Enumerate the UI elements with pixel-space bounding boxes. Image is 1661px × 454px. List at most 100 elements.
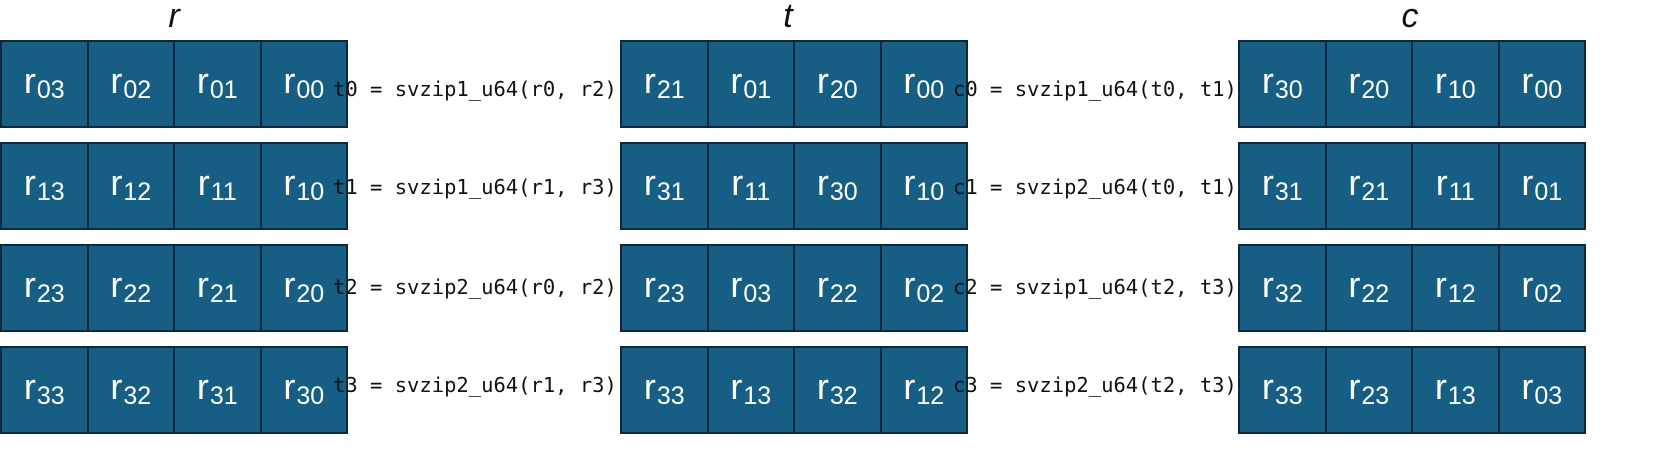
column-title-c: c	[1401, 0, 1419, 35]
cell-subscript: 22	[1361, 279, 1390, 308]
cell-base: r	[816, 366, 829, 407]
op-label-c1: c1 = svzip2_u64(t0, t1)	[953, 175, 1237, 199]
cell-base: r	[196, 366, 209, 407]
cell-base: r	[730, 366, 743, 407]
cell-base: r	[283, 366, 296, 407]
cell-base: r	[1434, 60, 1447, 101]
cell-base: r	[110, 60, 123, 101]
op-label-t1: t1 = svzip1_u64(r1, r3)	[333, 175, 617, 199]
cell-base: r	[1521, 264, 1534, 305]
cell-base: r	[903, 162, 916, 203]
cell-subscript: 10	[1447, 75, 1476, 104]
cell-subscript: 23	[656, 279, 685, 308]
cell-base: r	[816, 162, 829, 203]
cell-base: r	[1348, 60, 1361, 101]
cell-base: r	[1434, 264, 1447, 305]
cell-base: r	[23, 162, 36, 203]
cell-subscript: 00	[296, 75, 325, 104]
op-label-t0: t0 = svzip1_u64(r0, r2)	[333, 77, 617, 101]
cell-base: r	[1348, 264, 1361, 305]
cell-base: r	[903, 60, 916, 101]
op-label-c0: c0 = svzip1_u64(t0, t1)	[953, 77, 1237, 101]
cell-subscript: 11	[744, 177, 771, 206]
cell-base: r	[1261, 60, 1274, 101]
cell-base: r	[816, 60, 829, 101]
cell-subscript: 03	[36, 75, 65, 104]
cell-base: r	[197, 162, 210, 203]
cell-subscript: 20	[829, 75, 858, 104]
cell-subscript: 02	[123, 75, 152, 104]
cell-base: r	[1434, 366, 1447, 407]
cell-base: r	[1521, 60, 1534, 101]
op-label-t3: t3 = svzip2_u64(r1, r3)	[333, 373, 617, 397]
cell-base: r	[643, 264, 656, 305]
cell-subscript: 13	[1447, 381, 1476, 410]
cell-subscript: 33	[1274, 381, 1303, 410]
cell-base: r	[1261, 366, 1274, 407]
cell-subscript: 11	[210, 177, 237, 206]
cell-base: r	[110, 366, 123, 407]
cell-subscript: 33	[656, 381, 685, 410]
cell-base: r	[730, 60, 743, 101]
cell-base: r	[731, 162, 744, 203]
cell-subscript: 30	[1274, 75, 1303, 104]
cell-subscript: 31	[656, 177, 685, 206]
cell-subscript: 33	[36, 381, 65, 410]
cell-subscript: 01	[1534, 177, 1563, 206]
cell-subscript: 12	[1447, 279, 1476, 308]
cell-subscript: 11	[1448, 177, 1475, 206]
cell-subscript: 10	[296, 177, 325, 206]
cell-base: r	[196, 60, 209, 101]
cell-subscript: 22	[123, 279, 152, 308]
cell-subscript: 02	[1534, 279, 1563, 308]
cell-subscript: 31	[209, 381, 238, 410]
cell-subscript: 12	[916, 381, 945, 410]
cell-subscript: 23	[1361, 381, 1390, 410]
cell-base: r	[903, 366, 916, 407]
cell-base: r	[643, 366, 656, 407]
cell-base: r	[23, 264, 36, 305]
cell-base: r	[283, 162, 296, 203]
op-label-c2: c2 = svzip1_u64(t2, t3)	[953, 275, 1237, 299]
cell-subscript: 03	[743, 279, 772, 308]
cell-subscript: 30	[296, 381, 325, 410]
